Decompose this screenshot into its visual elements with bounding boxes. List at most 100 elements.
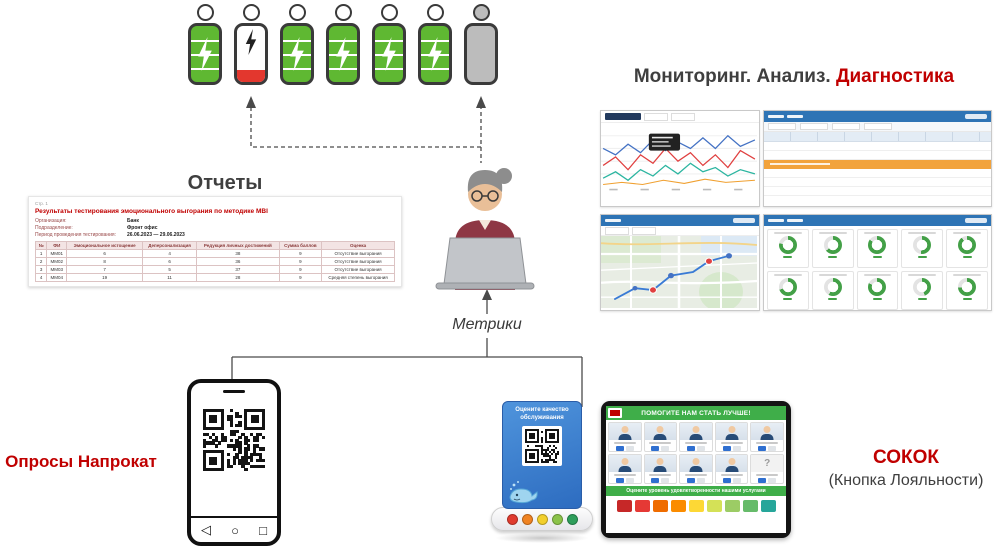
battery-body [280, 23, 314, 85]
gauges-grid [764, 226, 991, 310]
battery-body [188, 23, 222, 85]
tablet-rate-strip: Оцените уровень удовлетворенности нашими… [606, 486, 786, 496]
thumb-down-button [732, 478, 741, 483]
staff-photo [680, 423, 712, 440]
stand-qr-frame [522, 426, 562, 466]
stand-button[interactable] [536, 513, 548, 525]
report-page-label: Стр. 1 [35, 201, 48, 206]
gauge-card [901, 229, 944, 268]
menu-placeholder [787, 219, 803, 222]
staff-card[interactable] [714, 454, 749, 484]
gauge-donut [913, 278, 932, 296]
rating-button[interactable] [760, 500, 776, 512]
logo-placeholder [768, 219, 784, 222]
staff-photo [644, 423, 677, 440]
stand-button[interactable] [566, 513, 578, 525]
map-view [601, 236, 758, 310]
staff-card[interactable] [643, 454, 678, 484]
home-icon[interactable]: ○ [231, 522, 239, 538]
rating-button[interactable] [688, 500, 704, 512]
gauge-donut [868, 236, 887, 254]
rating-button[interactable] [634, 500, 650, 512]
sokok-label-block: СОКОК (Кнопка Лояльности) [812, 446, 1000, 491]
reports-heading: Отчеты [187, 172, 263, 194]
staff-card[interactable] [608, 454, 642, 484]
staff-card[interactable] [679, 422, 713, 452]
gauge-card [811, 229, 854, 268]
stand-button[interactable] [521, 513, 533, 525]
report-title: Результаты тестирования эмоционального в… [35, 208, 268, 215]
recents-icon[interactable]: □ [259, 522, 267, 538]
staff-card[interactable] [750, 422, 784, 452]
dashboard-charts-screenshot [600, 110, 760, 207]
back-icon[interactable]: ◁ [201, 522, 212, 537]
smartphone: ◁ ○ □ [187, 379, 281, 546]
battery-body [234, 23, 268, 85]
thumb-down-button [696, 446, 705, 451]
gauge-card [856, 229, 899, 268]
user-placeholder [965, 218, 987, 223]
gauge-card [767, 271, 809, 310]
battery-person-full [372, 4, 406, 85]
gauge-donut [958, 236, 977, 254]
person-head [472, 4, 490, 21]
filters-row [764, 122, 991, 132]
thumb-down-button [732, 446, 741, 451]
staff-card[interactable] [643, 422, 678, 452]
sokok-subtitle: (Кнопка Лояльности) [828, 471, 984, 489]
rating-button[interactable] [652, 500, 668, 512]
metrics-label: Метрики [452, 316, 522, 333]
loyalty-tablet: ПОМОГИТЕ НАМ СТАТЬ ЛУЧШЕ! ? Оцените уров… [601, 401, 791, 538]
rating-button[interactable] [724, 500, 740, 512]
battery-person-inactive [464, 4, 498, 85]
thumb-down-button [661, 446, 670, 451]
highlighted-row [764, 160, 991, 169]
line-chart [601, 133, 757, 191]
staff-card-unknown[interactable]: ? [750, 454, 784, 484]
user-placeholder [965, 114, 987, 119]
battery-body [326, 23, 360, 85]
stand-base [491, 507, 593, 531]
stand-button[interactable] [506, 513, 518, 525]
table-rows [764, 142, 991, 197]
staff-card[interactable] [714, 422, 749, 452]
thumb-down-button [768, 446, 777, 451]
gauge-donut [823, 278, 842, 296]
gauge-card [811, 271, 854, 310]
phone-qr [203, 409, 266, 472]
battery-person-full [326, 4, 360, 85]
rating-button[interactable] [616, 500, 632, 512]
battery-body [372, 23, 406, 85]
stand-button[interactable] [551, 513, 563, 525]
thumb-up-button [686, 446, 695, 451]
staff-card[interactable] [679, 454, 713, 484]
stand-title: Оцените качество обслуживания [515, 407, 569, 421]
rating-button[interactable] [742, 500, 758, 512]
monitoring-heading-text: Мониторинг. Анализ. [633, 66, 831, 87]
staff-photo [715, 455, 748, 472]
person-head [242, 4, 260, 21]
thumb-up-button [615, 478, 624, 483]
dashboard-map-screenshot [600, 214, 760, 311]
thumb-up-button [615, 446, 624, 451]
battery-body [464, 23, 498, 85]
thumb-down-button [661, 478, 670, 483]
gauge-donut [778, 278, 797, 296]
battery-body [418, 23, 452, 85]
rating-button[interactable] [670, 500, 686, 512]
gauge-donut [958, 278, 977, 296]
rating-button[interactable] [706, 500, 722, 512]
app-header-bar [764, 215, 991, 226]
select-placeholder [605, 113, 641, 120]
person-head [288, 4, 306, 21]
diagnostics-heading-text: Диагностика [835, 66, 955, 87]
thumb-down-button [625, 478, 634, 483]
staff-photo [644, 455, 677, 472]
filter-placeholder [644, 112, 668, 121]
staff-card[interactable] [608, 422, 642, 452]
